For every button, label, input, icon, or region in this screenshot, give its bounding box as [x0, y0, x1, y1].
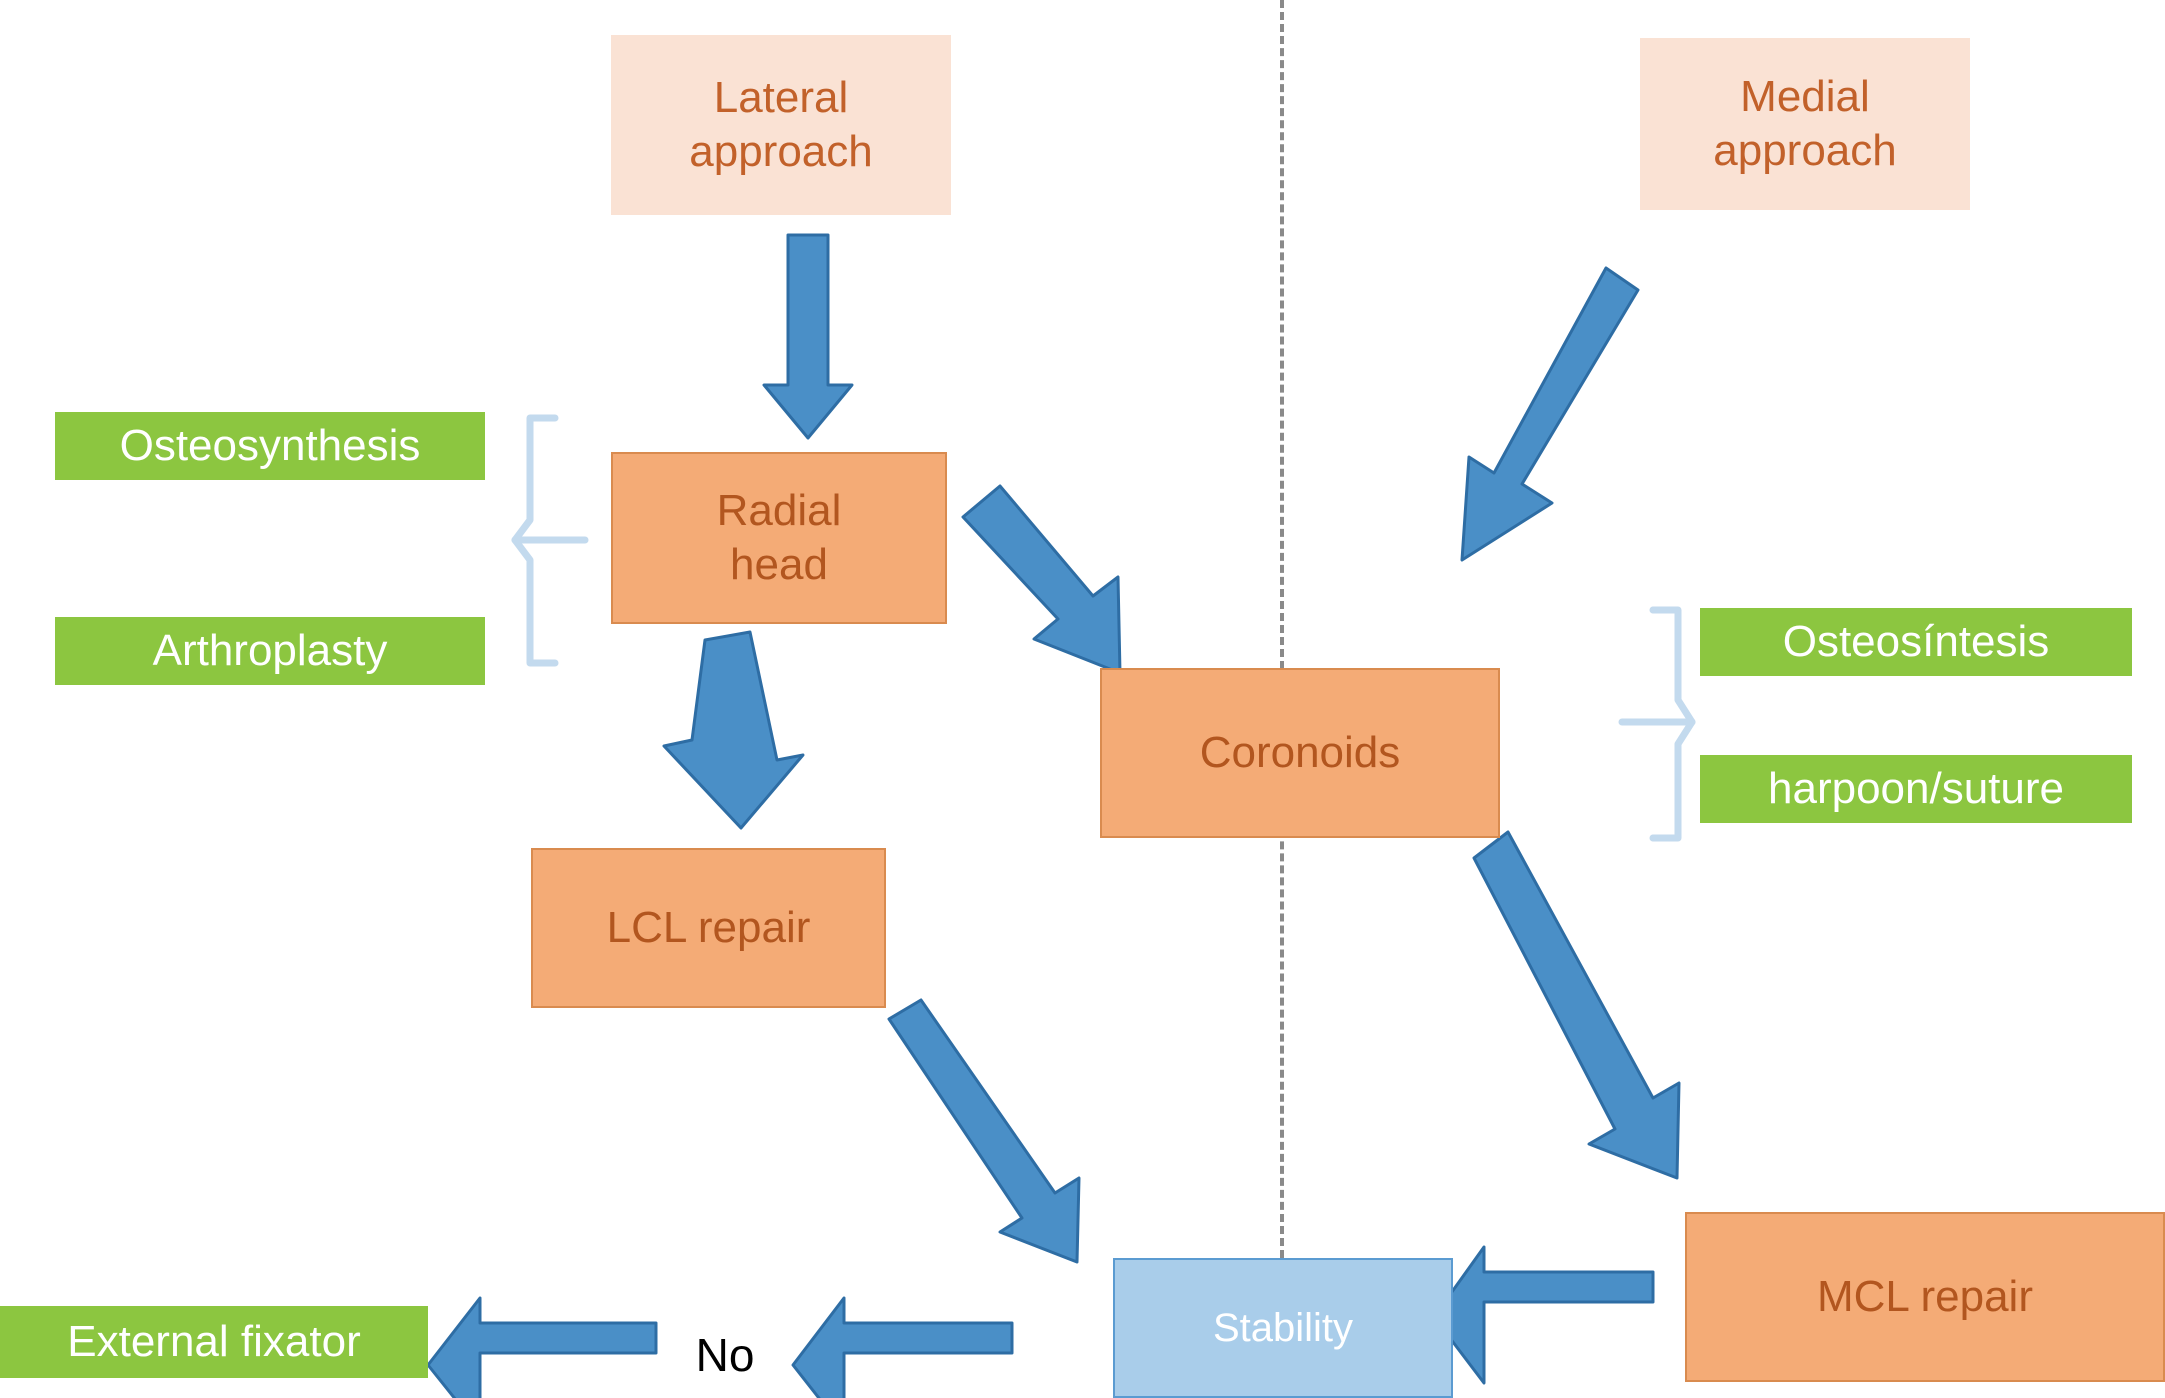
node-external-fixator[interactable]: External fixator [0, 1306, 428, 1378]
node-coronoids[interactable]: Coronoids [1100, 668, 1500, 838]
arrow-radial-head-to-lcl [662, 630, 805, 830]
node-lateral-approach[interactable]: Lateral approach [611, 35, 951, 215]
left-brace-icon [511, 414, 559, 667]
arrow-coronoids-to-mcl [1472, 830, 1681, 1180]
arrow-lcl-to-stability [887, 998, 1081, 1264]
node-arthroplasty[interactable]: Arthroplasty [55, 617, 485, 685]
node-harpoon-suture[interactable]: harpoon/suture [1700, 755, 2132, 823]
arrow-radial-head-to-coronoids [961, 484, 1122, 675]
arrow-stability-to-no [791, 1296, 1014, 1398]
node-radial-head[interactable]: Radial head [611, 452, 947, 624]
node-stability[interactable]: Stability [1113, 1258, 1453, 1398]
node-medial-approach[interactable]: Medial approach [1640, 38, 1970, 210]
node-lcl-repair[interactable]: LCL repair [531, 848, 886, 1008]
arrow-medial-to-coronoids [1460, 266, 1640, 562]
vertical-dashed-divider [1280, 0, 1284, 1258]
right-brace-icon [1649, 606, 1696, 842]
node-osteosintesis-right[interactable]: Osteosíntesis [1700, 608, 2132, 676]
label-no: No [695, 1328, 755, 1381]
node-osteosynthesis-left[interactable]: Osteosynthesis [55, 412, 485, 480]
node-mcl-repair[interactable]: MCL repair [1685, 1212, 2165, 1382]
arrow-no-to-external-fixator [426, 1296, 658, 1398]
arrow-lateral-to-radial-head [762, 233, 854, 440]
arrow-mcl-to-stability [1432, 1245, 1655, 1385]
